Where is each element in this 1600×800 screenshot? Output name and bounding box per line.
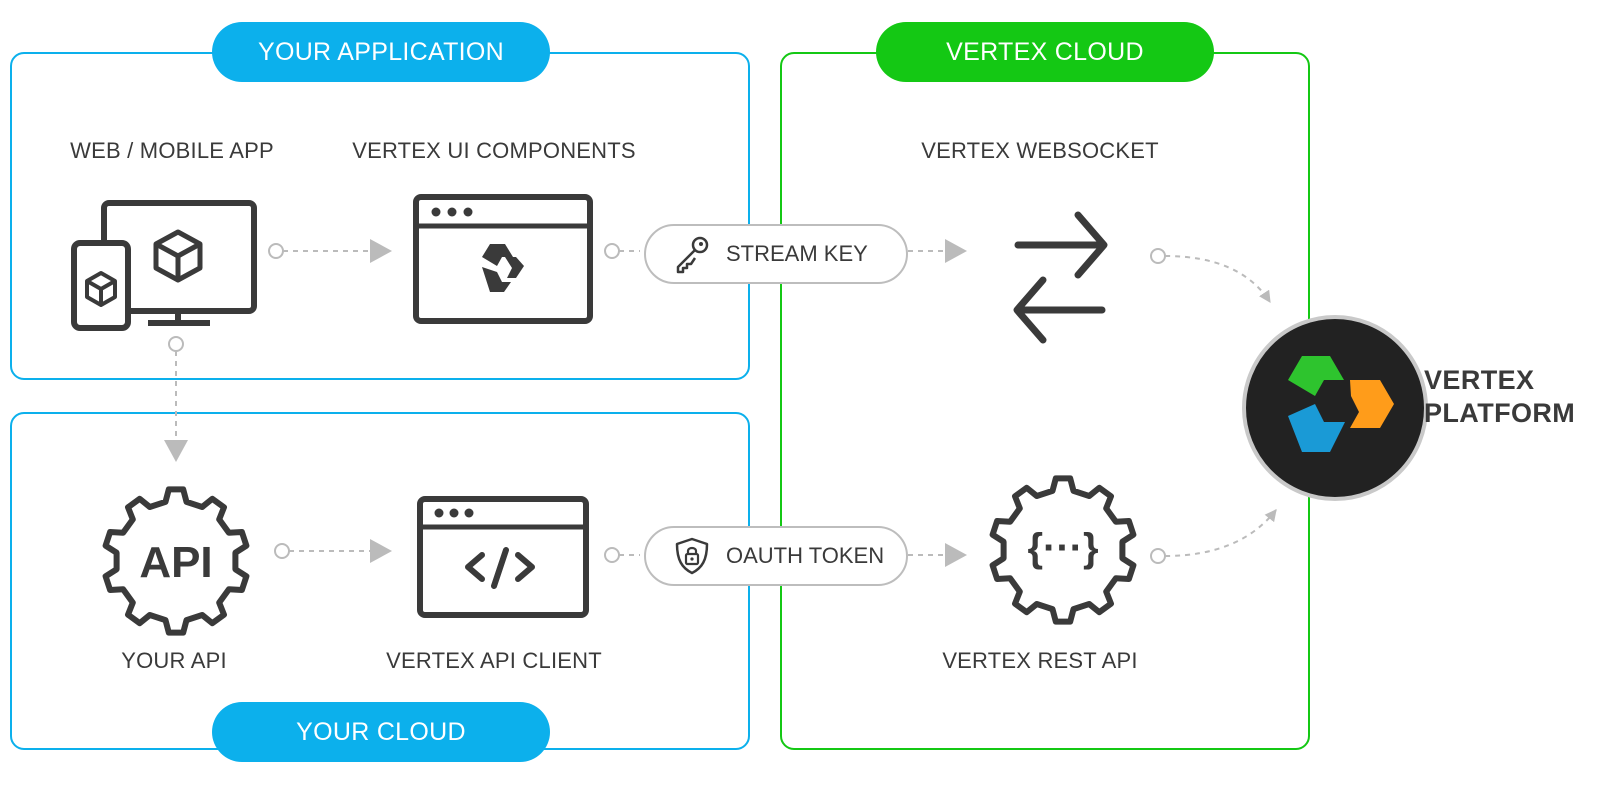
shield-lock-icon [675,537,709,575]
connector-client-to-oauth [604,547,640,563]
api-gear-icon [102,486,250,636]
stream-key-label: STREAM KEY [726,241,868,266]
swap-arrows-icon [1013,211,1108,344]
oauth-token-label: OAUTH TOKEN [726,543,885,568]
vertex-websocket-label: VERTEX WEBSOCKET [921,138,1159,163]
your-cloud-pill: YOUR CLOUD [212,702,550,762]
code-window-icon [417,496,589,618]
stream-key-token: STREAM KEY [644,224,908,284]
connector-oauth-to-rest [908,543,967,567]
connector-websocket-to-platform [1150,248,1271,304]
connector-app-to-ui [268,239,392,263]
rest-gear-icon [989,475,1137,625]
vertex-ui-components-label: VERTEX UI COMPONENTS [352,138,636,163]
connector-app-to-api [164,336,188,462]
platform-line2: PLATFORM [1424,398,1576,428]
api-gear-text: API [139,538,212,587]
connector-streamkey-to-websocket [908,239,967,263]
vertex-platform-label: VERTEX PLATFORM [1424,364,1575,430]
oauth-token: OAUTH TOKEN [644,526,908,586]
web-mobile-app-label: WEB / MOBILE APP [70,138,274,163]
vertex-api-client-label: VERTEX API CLIENT [386,648,602,673]
rest-gear-text: {···} [1027,526,1098,570]
devices-icon [71,200,257,331]
connector-ui-to-streamkey [604,243,640,259]
connector-rest-to-platform [1150,509,1277,564]
platform-line1: VERTEX [1424,365,1535,395]
connector-api-to-client [274,539,392,563]
your-api-label: YOUR API [121,648,227,673]
your-application-pill: YOUR APPLICATION [212,22,550,82]
browser-window-icon [413,194,593,324]
vertex-logo-icon [1242,315,1428,501]
key-icon [676,236,709,274]
vertex-rest-api-label: VERTEX REST API [942,648,1138,673]
vertex-cloud-pill: VERTEX CLOUD [876,22,1214,82]
